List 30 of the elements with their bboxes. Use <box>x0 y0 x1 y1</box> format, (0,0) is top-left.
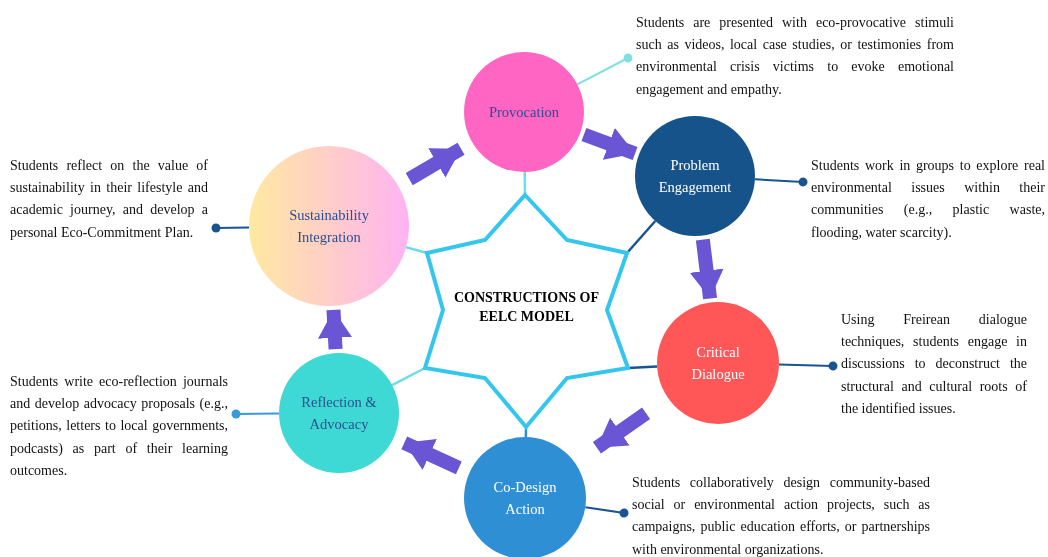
flow-arrow <box>318 309 352 350</box>
stage-label: Sustainability Integration <box>288 206 370 247</box>
connector-line <box>627 365 658 370</box>
description-text: Students are presented with eco-provocative stimuli such as videos, local case studies, or testimonies from environmental crisis victims to evoke emotional engagement and empathy. <box>636 14 954 99</box>
connector-line <box>391 366 426 387</box>
leader-line <box>584 506 629 518</box>
description-text: Using Freirean dialogue techniques, students engage in discussions to deconstruct the structural and cultural roots of the identified issues. <box>841 311 1027 418</box>
description-text: Students collaboratively design community-based social or environmental action projects, such as campaigns, public education efforts, or partnerships with environmental organizations. <box>632 474 930 557</box>
leader-line <box>753 177 808 187</box>
description-text: Students reflect on the value of sustainability in their lifestyle and academic journey, and develop a personal Eco-Commitment Plan. <box>10 157 208 242</box>
flow-arrow <box>405 142 465 186</box>
flow-arrow <box>581 127 638 161</box>
stage-label: Critical Dialogue <box>690 343 746 384</box>
stage-label: Problem Engagement <box>657 156 733 197</box>
connector-line <box>523 172 527 195</box>
leader-line <box>778 361 838 371</box>
center-title: CONSTRUCTIONS OF EELC MODEL <box>452 289 601 326</box>
stage-label: Reflection & Advocacy <box>300 393 378 434</box>
description-text: Students write eco-reflection journals and develop advocacy proposals (e.g., petitions, letters to local governments, podcasts) as part of their learning outcomes. <box>10 373 228 480</box>
stage-label: Co-Design Action <box>492 478 558 519</box>
connector-line <box>626 220 657 254</box>
flow-arrow <box>689 238 724 300</box>
stage-label: Provocation <box>488 103 560 122</box>
flow-arrow <box>592 407 651 454</box>
connector-line <box>405 246 428 255</box>
leader-line <box>211 223 250 233</box>
leader-line <box>231 409 280 419</box>
description-text: Students work in groups to explore real environmental issues within their communities (e.g., plastic waste, flooding, water scarcity). <box>811 157 1045 242</box>
leader-line <box>576 53 633 86</box>
flow-arrow <box>401 436 462 475</box>
